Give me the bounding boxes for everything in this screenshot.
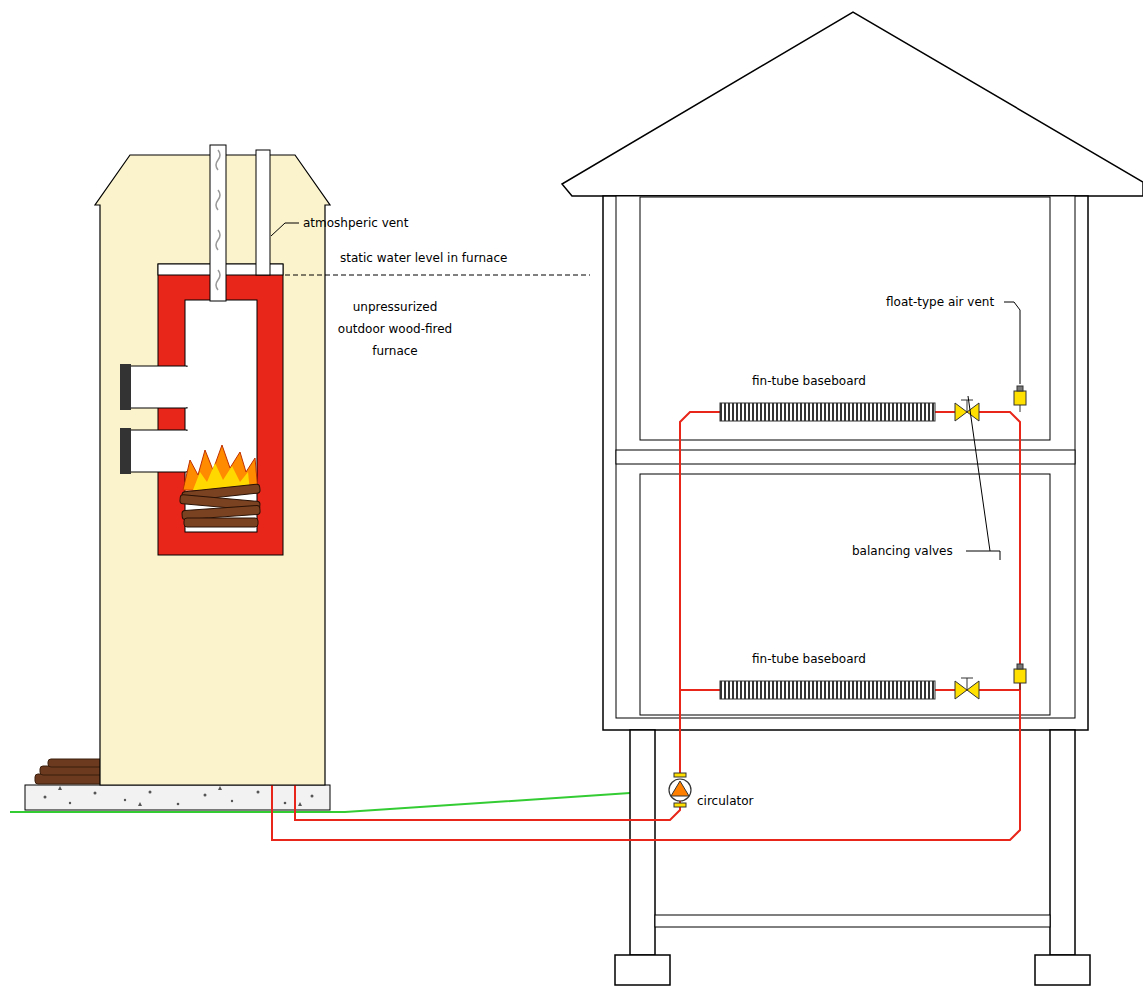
door-opening [130,430,187,472]
floor-slab [616,450,1075,464]
pillar [630,730,655,955]
fin-tube-baseboard [720,681,935,699]
label: static water level in furnace [340,247,507,269]
piping [272,287,1020,840]
label: atmoshperic vent [303,212,408,234]
balancing-valve [955,400,979,421]
door-opening [130,366,187,408]
label: fin-tube baseboard [752,370,866,392]
air-vent [1014,386,1026,412]
house-wall [603,196,1088,730]
label: fin-tube baseboard [752,648,866,670]
label: circulator [697,790,753,812]
smoke [216,150,220,290]
basement-floor [655,915,1050,927]
air-vent [1014,664,1026,690]
balancing-valve [955,678,979,699]
leader-line [990,551,1000,560]
furnace-door [120,364,131,410]
label: balancing valves [852,540,953,562]
upper-room [640,197,1050,440]
concrete-pad [25,785,330,810]
circulator-symbol [669,773,691,807]
footing [1035,955,1090,985]
roof [562,12,1143,196]
label: unpressurized outdoor wood-fired furnace [335,296,455,362]
footing [615,955,670,985]
flue-pipe [210,145,226,301]
fire [180,445,261,527]
opening-join [186,367,189,407]
furnace-door [120,428,131,474]
house-inner [616,196,1075,718]
leader-line [271,223,1020,551]
water-jacket [158,264,283,555]
lower-room [640,474,1050,715]
vent-pipe [256,150,270,275]
pillar [1050,730,1075,955]
label: float-type air vent [886,291,994,313]
fin-tube-baseboard [720,403,935,421]
water-level-line [285,275,590,276]
